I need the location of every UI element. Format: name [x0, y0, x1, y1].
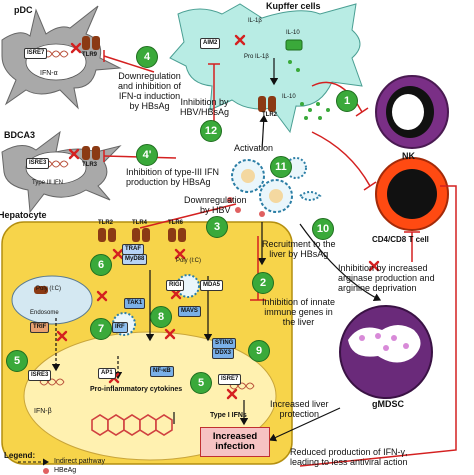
myd88-box: MyD88 [122, 254, 148, 265]
kupffer-cell [169, 3, 363, 134]
step-6-badge: 6 [90, 254, 112, 276]
il10-top-label: IL-10 [286, 30, 300, 36]
isre3-hep-box: ISRE3 [28, 370, 52, 381]
tlr9-label: TLR9 [82, 52, 97, 58]
irf-box: IRF [112, 322, 128, 333]
step-9-badge: 9 [248, 340, 270, 362]
tlr6-label: TLR6 [168, 220, 183, 226]
mda5-box: MDA5 [200, 280, 224, 291]
step-8-badge: 8 [150, 306, 172, 328]
annotation-11: Activation [234, 143, 274, 153]
annotation-4: Downregulation and inhibition of IFN-α i… [118, 71, 182, 111]
annotation-12: Inhibition by HBV/HBsAg [180, 97, 230, 117]
tlr2-kc-label: TLR2 [262, 112, 277, 118]
aim2-box: AIM2 [200, 38, 221, 49]
polyic-cyto-label: Poly (I:C) [176, 258, 202, 264]
kupffer-label: Kupffer cells [266, 1, 321, 11]
step-12-badge: 12 [200, 120, 222, 142]
cytokine-dots [288, 60, 330, 120]
pdc-label: pDC [14, 5, 33, 15]
step-10-badge: 10 [312, 218, 334, 240]
type1-ifns-label: Type I IFNs [210, 412, 247, 419]
mavs-box: MAVS [178, 306, 201, 317]
tlr3-label: TLR3 [82, 162, 97, 168]
ap1-box: AP1 [98, 368, 116, 379]
nk-cell [375, 75, 449, 149]
step-1-badge: 1 [336, 90, 358, 112]
hepatocyte-label: Hepatocyte [0, 210, 47, 220]
tlr2-label: TLR2 [98, 220, 113, 226]
annotation-2: Inhibition of innate immune genes in the… [262, 297, 336, 327]
nfkb-box: NF-κB [150, 366, 174, 377]
bdca3-cell [1, 130, 122, 214]
annotation-3: Downregulation by HBV [184, 195, 247, 215]
ddx3-box: DDX3 [212, 348, 235, 359]
isre7-box: ISRE7 [24, 48, 48, 59]
increased-infection-box: Increased infection [200, 427, 270, 457]
step-4-badge: 4 [136, 46, 158, 68]
bdca3-label: BDCA3 [4, 130, 36, 140]
trif-box: TRIF [30, 322, 50, 333]
cccdna-chain [91, 414, 173, 436]
legend-markers [18, 458, 49, 474]
tak1-box: TAK1 [124, 298, 146, 309]
gmdsc-label: gMDSC [372, 399, 404, 409]
step-4p-badge: 4' [136, 144, 158, 166]
step-5a-badge: 5 [6, 350, 28, 372]
legend-title: Legend: [4, 451, 36, 460]
proinflammatory-label: Pro-inflammatory cytokines [90, 386, 183, 393]
annotation-4p: Inhibition of type-III IFN production by… [126, 167, 220, 187]
gmdsc-cell [339, 305, 433, 399]
step-7-badge: 7 [90, 318, 112, 340]
inhibition-lines [103, 50, 457, 467]
tlr4-label: TLR4 [132, 220, 147, 226]
annotation-protection: Increased liver protection [270, 399, 329, 419]
step-2-badge: 2 [252, 272, 274, 294]
increased-infection-text: Increased infection [212, 430, 258, 452]
endosome-label: Endosome [30, 310, 59, 316]
pdc-cell [1, 5, 122, 110]
t-cell [375, 157, 449, 231]
polyic-endo-label: Poly (I:C) [36, 286, 62, 292]
isre7-hep-box: ISRE7 [218, 374, 242, 385]
ifn-alpha-label: IFN-α [40, 70, 58, 77]
t-cell-label: CD4/CD8 T cell [372, 235, 429, 244]
legend-indirect: Indirect pathway [54, 458, 105, 465]
receptors [34, 36, 276, 294]
legend-hbeag: HBeAg [54, 467, 77, 474]
il10-mid-label: IL-10 [282, 94, 296, 100]
isre3-box: ISRE3 [26, 158, 50, 169]
pro-il1b-label: Pro IL-1β [244, 54, 269, 60]
il10-receptor [285, 39, 303, 51]
type3-ifn-label: Type III IFN [32, 180, 64, 186]
annotation-10: Recruitment to the liver by HBsAg [262, 239, 336, 259]
annotation-t-inhibition: Inhibition by increased arginase product… [338, 263, 435, 293]
rigi-box: RIGI [166, 280, 185, 291]
il1b-label: IL-1β [248, 18, 262, 24]
step-5b-badge: 5 [190, 372, 212, 394]
annotation-reduced-ifn: Reduced production of IFN-γ, leading to … [290, 447, 408, 467]
nk-label: NK [402, 151, 415, 161]
ifn-beta-label: IFN-β [34, 408, 52, 415]
step-11-badge: 11 [270, 156, 292, 178]
step-3-badge: 3 [206, 216, 228, 238]
